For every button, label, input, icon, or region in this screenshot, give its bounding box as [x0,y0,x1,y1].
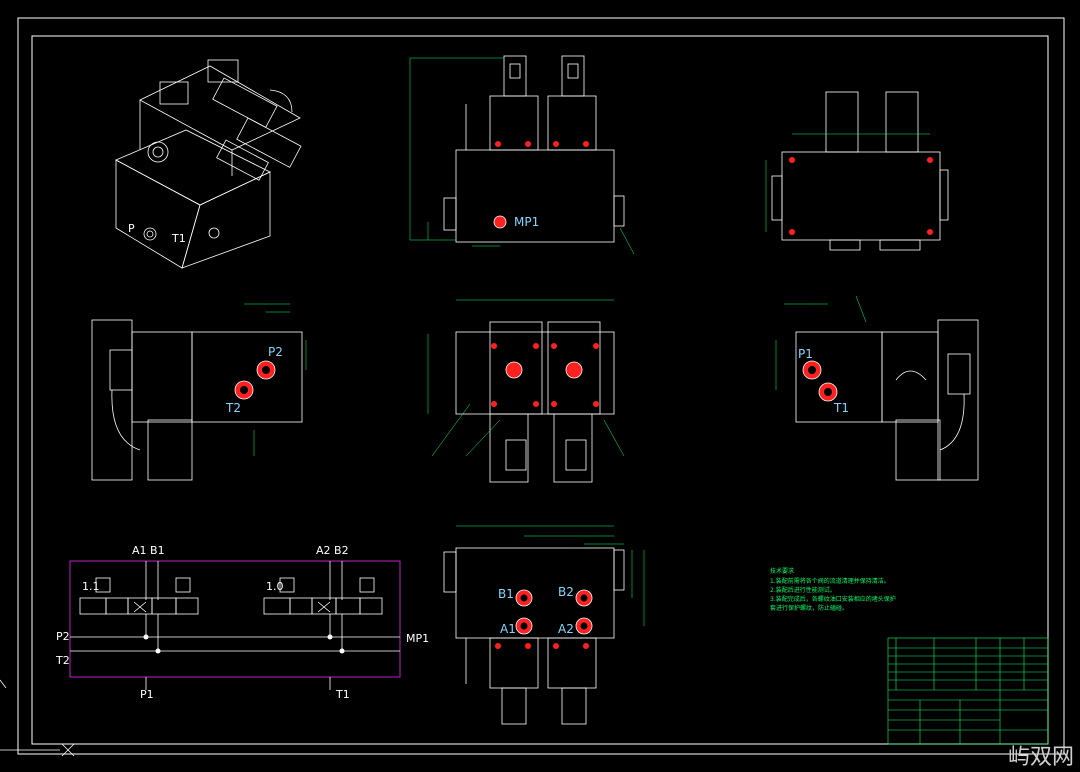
schematic-tag-2: 1.0 [266,580,284,593]
schematic-label-p2: P2 [56,630,70,643]
schematic-tag-1: 1.1 [82,580,100,593]
schematic-label-t2: T2 [55,654,70,667]
left-side-ports [234,360,276,400]
title-block [887,637,1049,745]
notes-line-4: 套进行保护螺纹，防止磕碰。 [770,604,848,612]
bottom-view [443,547,625,725]
left-port-p2: P2 [268,345,283,359]
bottom-port-b1: B1 [498,587,514,601]
bottom-ports [495,589,593,649]
right-side-view [795,319,979,481]
schematic-label-a2b2: A2 B2 [316,544,349,557]
iso-label-t1: T1 [171,232,186,245]
center-top-dimensions [427,299,625,457]
right-port-p1: P1 [798,347,813,361]
bottom-port-a1: A1 [500,622,516,636]
schematic-label-p1: P1 [140,688,154,701]
center-top-ports [491,343,599,407]
schematic-lines [70,561,400,690]
top-right-ports [789,157,933,235]
schematic-label-mp1: MP1 [406,632,429,645]
schematic-border [69,560,401,678]
right-side-dimensions [775,295,867,390]
front-view [443,55,625,243]
top-right-dimensions [765,133,930,232]
left-side-view [91,319,303,481]
notes-line-3: 3.装配完成后，各螺纹油口安装相应的堵头保护 [770,595,896,603]
watermark: 屿双网 [1008,745,1074,770]
bottom-dimensions [456,525,645,626]
schematic-label-a1b1: A1 B1 [132,544,165,557]
bottom-port-b2: B2 [558,585,574,599]
front-dimension-lines [409,57,635,255]
schematic-junctions [143,634,345,654]
outer-frame [17,17,1065,755]
left-port-t2: T2 [225,401,241,415]
right-port-t1: T1 [833,401,849,415]
iso-label-p: P [128,222,135,235]
notes-line-1: 1.装配前需将各个阀的流道清理并保持清洁。 [770,577,890,585]
front-port-mp1: MP1 [514,215,539,229]
inner-frame [31,35,1049,745]
right-side-ports [802,360,838,402]
center-top-view [455,321,615,483]
left-side-dimensions [244,303,307,456]
isometric-view [115,59,302,269]
top-right-view [771,91,949,251]
notes-title: 技术要求 [770,567,794,575]
schematic-label-t1: T1 [335,688,350,701]
front-ports [493,141,589,229]
bottom-port-a2: A2 [558,622,574,636]
notes-line-2: 2.装配后进行性能测试。 [770,586,836,594]
ucs-axis-icon [0,679,75,757]
